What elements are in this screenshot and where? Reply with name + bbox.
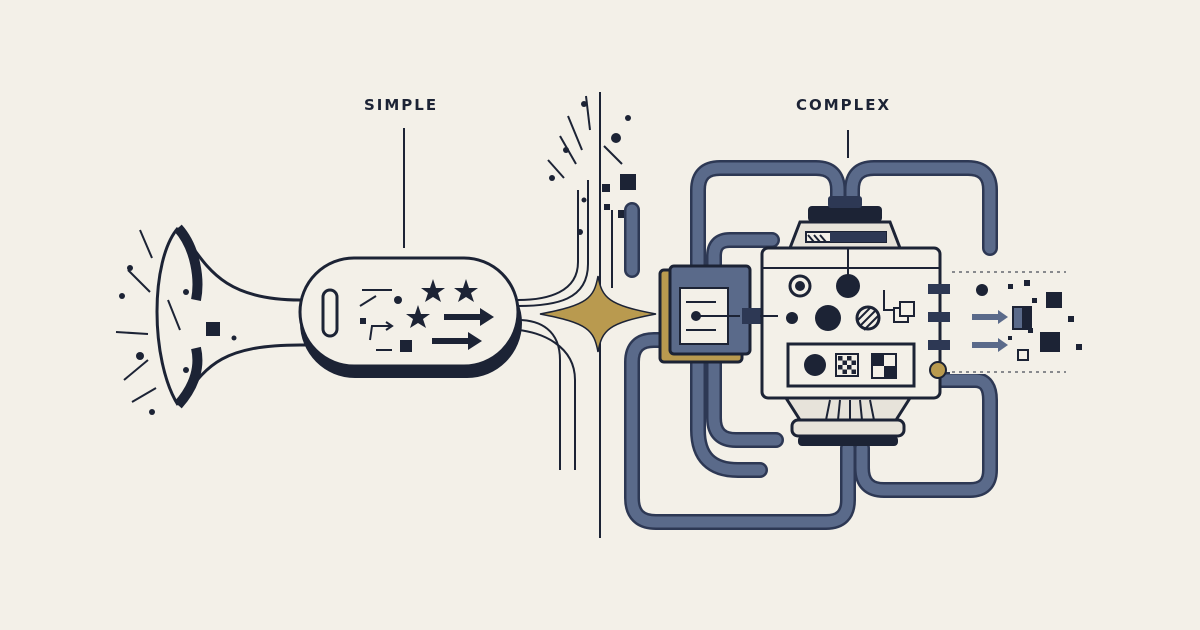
complex-label: COMPLEX xyxy=(796,96,892,114)
adapter-box-icon xyxy=(658,264,776,364)
funnel-icon xyxy=(155,224,301,409)
output-panel xyxy=(950,270,1082,374)
funnel-scatter xyxy=(115,229,237,415)
checker-icon xyxy=(835,353,859,377)
star-icon xyxy=(421,279,445,302)
arrow-icon xyxy=(432,308,494,350)
simple-label: SIMPLE xyxy=(364,96,439,114)
star-icon xyxy=(454,279,478,302)
gear-icon xyxy=(929,361,947,379)
hatched-circle xyxy=(855,305,881,331)
sparkle-icon xyxy=(539,275,657,353)
scatter-particles xyxy=(547,95,636,235)
machine-icon xyxy=(760,196,947,446)
star-icon xyxy=(406,305,430,328)
capsule-icon xyxy=(298,256,522,378)
